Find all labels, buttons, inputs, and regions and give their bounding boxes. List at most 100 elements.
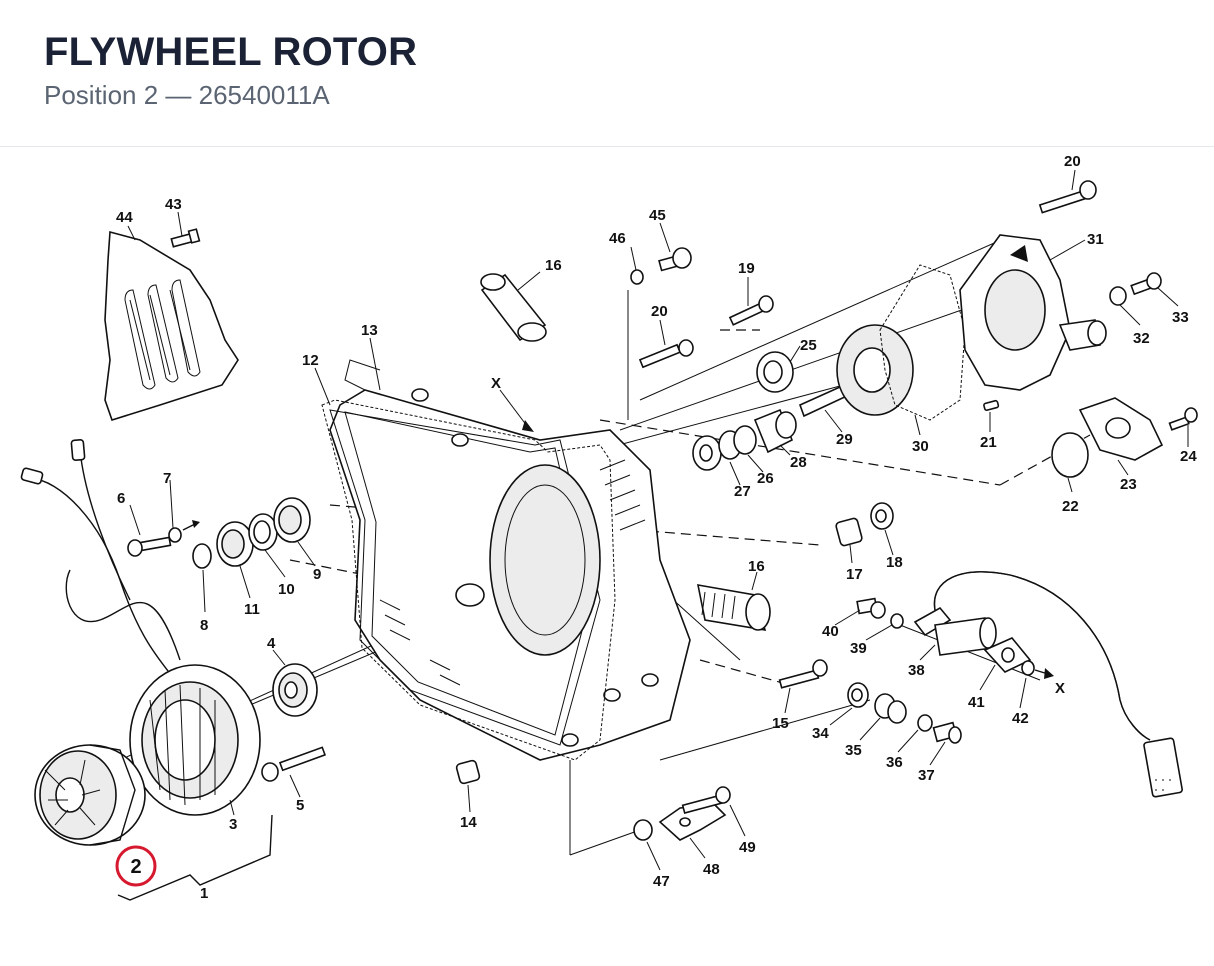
washer-part-7: [168, 520, 200, 543]
bolt-part-19: [728, 295, 774, 326]
callout-26: 26: [757, 470, 774, 487]
callout-28: 28: [790, 454, 807, 471]
bolt-part-5: [261, 746, 327, 782]
callout-23: 23: [1120, 476, 1137, 493]
callout-32: 32: [1133, 330, 1150, 347]
page-header: FLYWHEEL ROTOR Position 2 — 26540011A: [0, 0, 1214, 147]
spacer-part-47: [633, 819, 653, 841]
callout-37: 37: [918, 767, 935, 784]
bearing-part-11: [216, 521, 254, 567]
callout-18: 18: [886, 554, 903, 571]
bolt-part-20-right: [1038, 180, 1097, 214]
washer-part-34: [847, 682, 869, 708]
gasket-part-12: [321, 399, 616, 761]
callout-38: 38: [908, 662, 925, 679]
bearing-part-4: [272, 663, 318, 717]
callout-leaders: [127, 169, 1189, 871]
callout-27: 27: [734, 483, 751, 500]
callout-43: 43: [165, 196, 182, 213]
screw-part-40: [856, 597, 886, 619]
callout-25: 25: [800, 337, 817, 354]
callout-3: 3: [229, 816, 237, 833]
nipple-part-16-right: [696, 584, 771, 631]
o-ring-part-22: [1051, 432, 1089, 478]
pin-part-21: [983, 399, 1000, 412]
callout-13: 13: [361, 322, 378, 339]
screw-part-24: [1168, 407, 1198, 431]
callout-20-left: 20: [651, 303, 668, 320]
callout-47: 47: [653, 873, 670, 890]
spacer-part-26: [718, 425, 757, 460]
crankcase-cover: [329, 359, 691, 761]
bracket-part-48: [658, 804, 727, 841]
callout-11: 11: [244, 601, 260, 618]
highlight-position-2[interactable]: 2: [115, 845, 157, 887]
callout-8: 8: [200, 617, 208, 634]
callout-34: 34: [812, 725, 829, 742]
callout-24: 24: [1180, 448, 1197, 465]
bushing-part-17: [835, 517, 863, 547]
assembly-bracket-part-1: [117, 814, 273, 901]
page-subtitle: Position 2 — 26540011A: [44, 80, 330, 110]
bolt-part-43: [170, 228, 201, 248]
gasket-part-41: [983, 637, 1032, 673]
page-title: FLYWHEEL ROTOR: [44, 30, 418, 74]
washer-part-36: [917, 714, 933, 732]
inspection-cover-part-44: [104, 230, 239, 421]
callout-31: 31: [1087, 231, 1104, 248]
callout-46: 46: [609, 230, 626, 247]
bushing-part-28: [753, 408, 797, 454]
seal-part-18: [870, 502, 894, 530]
sensor-cable-part-38: [913, 571, 1183, 798]
exploded-parts-diagram: 1 3 4 5 6 7 8 9 10 11 12 13 14 15 16 16 …: [0, 147, 1214, 961]
callout-39: 39: [850, 640, 867, 657]
callout-21: 21: [980, 434, 997, 451]
callout-16-top: 16: [545, 257, 562, 274]
callout-30: 30: [912, 438, 929, 455]
seal-part-25: [756, 351, 794, 393]
callout-33: 33: [1172, 309, 1189, 326]
callout-16-right: 16: [748, 558, 765, 575]
callout-40: 40: [822, 623, 839, 640]
callout-49: 49: [739, 839, 756, 856]
callout-35: 35: [845, 742, 862, 759]
callout-45: 45: [649, 207, 666, 224]
flange-part-23: [1078, 397, 1164, 461]
nipple-part-16-top: [480, 273, 547, 342]
gasket-part-30: [879, 264, 966, 421]
bolt-part-6: [127, 536, 172, 557]
callout-5: 5: [296, 797, 304, 814]
callout-44: 44: [116, 209, 133, 226]
callout-12: 12: [302, 352, 319, 369]
fitting-part-35: [874, 693, 907, 724]
callout-14: 14: [460, 814, 477, 831]
callout-20-right: 20: [1064, 153, 1081, 170]
callout-2: 2: [130, 856, 141, 878]
callout-29: 29: [836, 431, 853, 448]
bolt-part-15: [778, 659, 828, 689]
washer-part-46: [630, 269, 644, 285]
callout-1: 1: [200, 885, 208, 902]
bolt-part-20-left: [638, 339, 694, 369]
dowel-part-14: [455, 759, 481, 785]
washer-part-27: [692, 435, 722, 471]
callout-17: 17: [846, 566, 863, 583]
screw-part-33: [1130, 272, 1162, 296]
callout-36: 36: [886, 754, 903, 771]
screw-part-45: [658, 247, 692, 272]
callout-42: 42: [1012, 710, 1029, 727]
flywheel-rotor-part-2: [34, 744, 146, 846]
callout-41: 41: [968, 694, 985, 711]
plug-part-37: [932, 721, 962, 744]
washer-part-39: [890, 613, 904, 629]
circlip-part-8: [192, 543, 212, 569]
callout-labels: 1 3 4 5 6 7 8 9 10 11 12 13 14 15 16 16 …: [116, 153, 1197, 902]
callout-22: 22: [1062, 498, 1079, 515]
bolt-part-49: [681, 786, 731, 815]
highlight-ring: [115, 845, 157, 887]
callout-10: 10: [278, 581, 295, 598]
callout-19: 19: [738, 260, 755, 277]
marker-x-top: X: [491, 375, 501, 392]
spacer-part-10: [248, 513, 278, 551]
shaft-part-29: [798, 324, 914, 418]
